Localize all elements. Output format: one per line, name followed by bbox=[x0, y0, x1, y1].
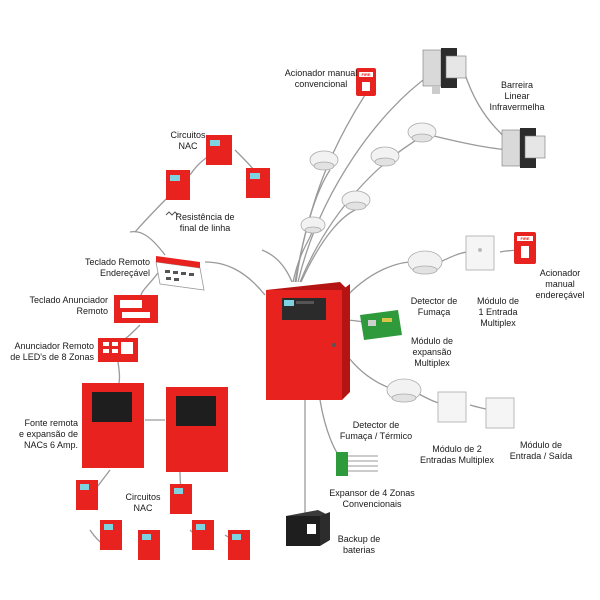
label-infrared-beam: Barreira Linear Infravermelha bbox=[482, 80, 552, 113]
label-annunciator-keypad: Teclado Anunciador Remoto bbox=[14, 295, 108, 317]
fire-label-top: FIRE bbox=[361, 72, 370, 77]
label-line: manual bbox=[545, 279, 575, 289]
label-line: Fumaça bbox=[417, 307, 451, 317]
4-zone-expander bbox=[336, 452, 378, 476]
label-line: Teclado Anunciador bbox=[29, 295, 108, 305]
manual-pull-addressable: FIRE bbox=[514, 232, 536, 264]
label-line: Fumaça / Térmico bbox=[339, 431, 413, 441]
label-line: de LED's de 8 Zonas bbox=[10, 352, 94, 362]
label-multiplex-expansion: Módulo de expansão Multiplex bbox=[400, 336, 464, 369]
infrared-beam-receiver bbox=[501, 128, 546, 168]
label-4-zone-expander: Expansor de 4 Zonas Convencionais bbox=[322, 488, 422, 510]
label-line: Remoto bbox=[76, 306, 108, 316]
label-line: endereçável bbox=[535, 290, 585, 300]
label-line: Linear bbox=[504, 91, 530, 101]
label-line: Backup de bbox=[337, 534, 381, 544]
nac-devices-bottom bbox=[76, 480, 250, 560]
label-line: Módulo de bbox=[519, 440, 563, 450]
label-manual-pull-addressable: Acionador manual endereçável bbox=[530, 268, 590, 301]
label-line: Teclado Remoto bbox=[84, 257, 150, 267]
label-line: Convencionais bbox=[342, 499, 402, 509]
module-input-output bbox=[485, 397, 515, 429]
label-line: Módulo de bbox=[410, 336, 454, 346]
label-remote-power-supply: Fonte remota e expansão de NACs 6 Amp. bbox=[8, 418, 78, 451]
label-line: Módulo de bbox=[476, 296, 520, 306]
label-nac-circuits-bottom: Circuitos NAC bbox=[118, 492, 168, 514]
remote-power-supply-left bbox=[82, 383, 144, 468]
label-line: e expansão de bbox=[18, 429, 78, 439]
label-line: Endereçável bbox=[99, 268, 150, 278]
smoke-detectors-top bbox=[300, 122, 437, 234]
label-line: NACs 6 Amp. bbox=[23, 440, 78, 450]
label-line: Entrada / Saída bbox=[509, 451, 573, 461]
label-line: Resistência de bbox=[175, 212, 235, 222]
label-line: Multiplex bbox=[414, 358, 450, 368]
label-line: Módulo de 2 bbox=[432, 444, 482, 454]
led-annunciator-8-zones bbox=[98, 338, 138, 362]
label-line: Entradas Multiplex bbox=[419, 455, 495, 465]
label-end-of-line-resistor: Resistência de final de linha bbox=[170, 212, 240, 234]
label-smoke-thermal-detector: Detector de Fumaça / Térmico bbox=[336, 420, 416, 442]
multiplex-expansion-module bbox=[360, 310, 402, 340]
label-line: Multiplex bbox=[480, 318, 516, 328]
label-line: Infravermelha bbox=[489, 102, 545, 112]
label-module-input-output: Módulo de Entrada / Saída bbox=[504, 440, 578, 462]
label-line: expansão bbox=[412, 347, 452, 357]
smoke-thermal-detector bbox=[386, 378, 422, 403]
infrared-beam-transmitter bbox=[422, 48, 467, 94]
label-line: Detector de bbox=[352, 420, 400, 430]
label-line: Circuitos bbox=[170, 130, 206, 140]
label-module-1-input: Módulo de 1 Entrada Multiplex bbox=[468, 296, 528, 329]
label-line: Detector de bbox=[410, 296, 458, 306]
smoke-detector-right bbox=[407, 250, 443, 275]
label-module-2-inputs: Módulo de 2 Entradas Multiplex bbox=[412, 444, 502, 466]
label-line: Fonte remota bbox=[24, 418, 78, 428]
fire-label-right: FIRE bbox=[520, 236, 529, 241]
label-line: Circuitos bbox=[125, 492, 161, 502]
label-smoke-detector: Detector de Fumaça bbox=[402, 296, 466, 318]
label-backup-battery: Backup de baterias bbox=[332, 534, 386, 556]
nac-devices-top bbox=[166, 135, 270, 200]
label-line: Anunciador Remoto bbox=[14, 341, 94, 351]
label-line: convencional bbox=[294, 79, 348, 89]
label-line: 1 Entrada bbox=[478, 307, 518, 317]
label-line: Acionador bbox=[539, 268, 581, 278]
remote-power-supply-right bbox=[166, 387, 228, 472]
label-addressable-keypad: Teclado Remoto Endereçável bbox=[70, 257, 150, 279]
manual-pull-conventional: FIRE bbox=[356, 68, 376, 96]
module-2-inputs bbox=[437, 391, 467, 423]
resistor-icon bbox=[165, 211, 179, 216]
label-line: Barreira bbox=[500, 80, 533, 90]
label-line: final de linha bbox=[179, 223, 231, 233]
label-line: Acionador manual bbox=[284, 68, 358, 78]
label-line: NAC bbox=[133, 503, 153, 513]
label-led-annunciator: Anunciador Remoto de LED's de 8 Zonas bbox=[4, 341, 94, 363]
label-nac-circuits-top: Circuitos NAC bbox=[163, 130, 213, 152]
main-control-panel bbox=[266, 282, 350, 400]
module-1-input bbox=[465, 235, 495, 271]
backup-battery bbox=[286, 510, 330, 546]
label-line: NAC bbox=[178, 141, 198, 151]
label-line: Expansor de 4 Zonas bbox=[329, 488, 415, 498]
label-manual-pull-conventional: Acionador manual convencional bbox=[276, 68, 366, 90]
remote-addressable-keypad bbox=[155, 256, 205, 291]
label-line: baterias bbox=[342, 545, 376, 555]
remote-annunciator-keypad bbox=[114, 295, 158, 323]
